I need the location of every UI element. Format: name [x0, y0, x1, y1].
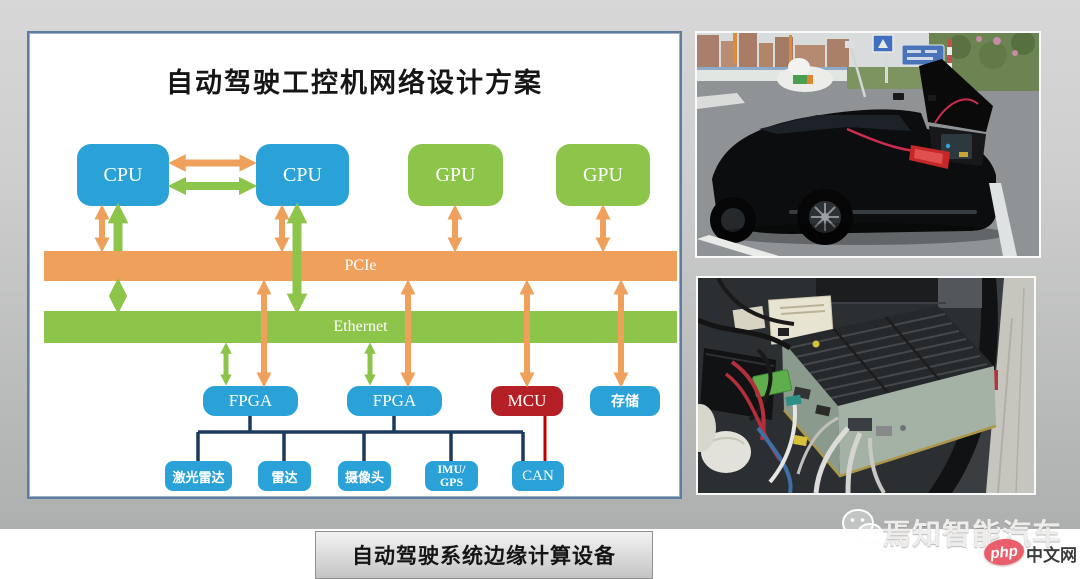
- unit-front-face: [838, 366, 996, 476]
- sensor-mast: [849, 46, 867, 98]
- compute-unit: [782, 306, 997, 478]
- lane-stripe: [697, 235, 779, 256]
- edge-computer-scene: [698, 278, 1034, 493]
- unit-left-face: [782, 340, 840, 476]
- wechat-icon: [841, 508, 884, 548]
- black-sedan: [710, 59, 996, 245]
- slide-caption: 自动驾驶系统边缘计算设备: [315, 531, 653, 579]
- node-can: CAN: [512, 461, 564, 491]
- node-cpu-1: CPU: [77, 144, 169, 206]
- node-storage: 存储: [590, 386, 660, 416]
- photo-test-vehicle: [695, 31, 1041, 258]
- bus-pcie: PCIe: [44, 251, 677, 281]
- node-mcu: MCU: [491, 386, 563, 416]
- cables: [698, 278, 886, 493]
- node-radar: 雷达: [258, 461, 311, 491]
- diagram-title: 自动驾驶工控机网络设计方案: [166, 68, 543, 98]
- node-fpga-2: FPGA: [347, 386, 442, 416]
- photo-edge-computer: [696, 276, 1036, 495]
- test-vehicle-scene: [697, 33, 1039, 256]
- node-gpu-2: GPU: [556, 144, 650, 206]
- node-camera: 摄像头: [338, 461, 391, 491]
- open-trunk-lid: [919, 59, 993, 132]
- sign-pole: [885, 45, 888, 83]
- node-cpu-2: CPU: [256, 144, 349, 206]
- node-imu-gps: IMU/ GPS: [425, 461, 478, 491]
- node-fpga-1: FPGA: [203, 386, 298, 416]
- buildings: [697, 33, 849, 69]
- sensor-bus-lines: [196, 416, 525, 461]
- bus-ethernet: Ethernet: [44, 311, 677, 343]
- node-lidar: 激光雷达: [165, 461, 232, 491]
- watermark-brand-text: 焉知智能汽车: [882, 519, 1063, 551]
- network-diagram-panel: 自动驾驶工控机网络设计方案 CPU CPU GPU GPU PCIe Ether…: [27, 31, 682, 499]
- imu-line1: IMU/: [437, 462, 466, 477]
- imu-line2: GPS: [439, 475, 464, 489]
- php-site-label: 中文网: [1026, 546, 1077, 565]
- node-gpu-1: GPU: [408, 144, 503, 206]
